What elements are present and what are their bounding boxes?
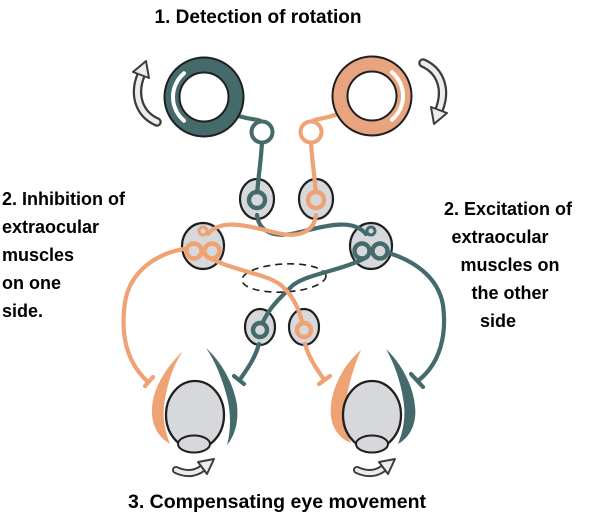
orange-crossing-fiber (205, 212, 319, 237)
excitation-line-2: extraocular (451, 227, 548, 247)
left-eye-medial-muscle-teal (206, 348, 238, 445)
semicircular-canal-left (163, 56, 245, 138)
label-excitation: 2. Excitation of extraocular muscles on … (444, 199, 573, 331)
orange-fiber-to-right-eye (302, 341, 326, 381)
teal-synapse-oculomotor-b (370, 241, 390, 261)
eye-movement-arrow-left-icon (172, 458, 215, 477)
left-eye-lateral-muscle-orange (151, 351, 183, 444)
midline-dashed-ellipse (241, 263, 327, 293)
orange-synapse-lower (294, 320, 314, 340)
eye-right (330, 349, 416, 454)
orange-synapse-vestibular (305, 189, 327, 211)
title: 1. Detection of rotation (155, 7, 362, 28)
teal-ganglion-circle (249, 119, 275, 145)
teal-synapse-oculomotor-a (352, 241, 372, 261)
excitation-line-1: 2. Excitation of (444, 199, 573, 219)
teal-terminal-right-eye (408, 371, 426, 390)
semicircular-canal-right (331, 55, 413, 137)
teal-decussation-fiber (257, 254, 370, 333)
inhibition-line-1: 2. Inhibition of (2, 189, 126, 209)
orange-synapse-oculomotor-b (202, 241, 222, 261)
cupula-highlight-left (170, 71, 186, 123)
inhibition-line-3: muscles (2, 245, 74, 265)
teal-fiber-to-left-eye (238, 341, 262, 381)
orange-terminal-right-eye (316, 373, 333, 387)
teal-synapse-vestibular (246, 189, 268, 211)
orange-ganglion-circle (298, 119, 324, 145)
eye-left (151, 348, 238, 454)
label-inhibition: 2. Inhibition of extraocular muscles on … (2, 189, 126, 321)
eye-movement-arrow-right-icon (353, 458, 396, 477)
orange-lateral-sweep-left (121, 245, 193, 384)
rotation-arrow-right-icon (418, 58, 448, 125)
excitation-line-4: the other (471, 283, 548, 303)
teal-synapse-lower (250, 320, 270, 340)
teal-terminal-left-eye (231, 373, 247, 387)
caption: 3. Compensating eye movement (128, 491, 427, 513)
orange-decussation-fiber (205, 254, 307, 333)
rotation-arrow-left-icon (132, 60, 162, 127)
inhibition-line-5: side. (2, 301, 43, 321)
right-eye-lateral-muscle-teal (386, 349, 416, 444)
orange-synapse-oculomotor-top (197, 225, 209, 237)
orange-synapse-oculomotor-a (184, 241, 204, 261)
left-cornea (177, 434, 211, 454)
right-cornea (355, 434, 389, 454)
teal-lateral-sweep-right (375, 247, 447, 383)
inhibition-line-4: on one (2, 273, 61, 293)
cupula-highlight-right (390, 70, 406, 122)
excitation-line-5: side (480, 311, 516, 331)
teal-synapse-oculomotor-top (365, 225, 377, 237)
orange-terminal-left-eye (142, 374, 156, 389)
excitation-line-3: muscles on (460, 255, 559, 275)
inhibition-line-2: extraocular (2, 217, 99, 237)
right-eye-medial-muscle-orange (330, 350, 361, 443)
